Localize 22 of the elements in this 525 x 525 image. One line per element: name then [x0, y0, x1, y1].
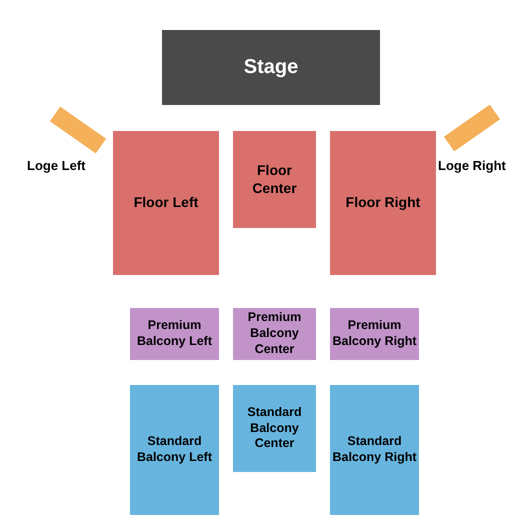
seating-section: [130, 385, 219, 515]
section-label: Premium Balcony Left: [136, 318, 213, 350]
section-label: Premium Balcony Right: [332, 318, 417, 350]
section-label: Standard Balcony Left: [136, 434, 213, 466]
section-label: Premium Balcony Center: [246, 310, 302, 358]
section-label: Loge Right: [438, 158, 506, 173]
seating-section: [330, 131, 436, 275]
stage-block: [162, 30, 380, 105]
seating-section: [233, 131, 316, 228]
stage-label: Stage: [244, 54, 298, 80]
section-label: Standard Balcony Right: [332, 434, 417, 466]
section-label: Loge Left: [27, 158, 86, 173]
section-label: Floor Left: [134, 194, 198, 212]
seating-section: [113, 131, 219, 275]
seating-section: [233, 308, 316, 360]
seating-section: [130, 308, 219, 360]
section-label: Floor Right: [346, 194, 420, 212]
section-label: Standard Balcony Center: [246, 404, 303, 452]
section-label: Floor Center: [251, 162, 298, 198]
seating-section: [330, 385, 419, 515]
seating-section: [330, 308, 419, 360]
seating-section: [233, 385, 316, 472]
